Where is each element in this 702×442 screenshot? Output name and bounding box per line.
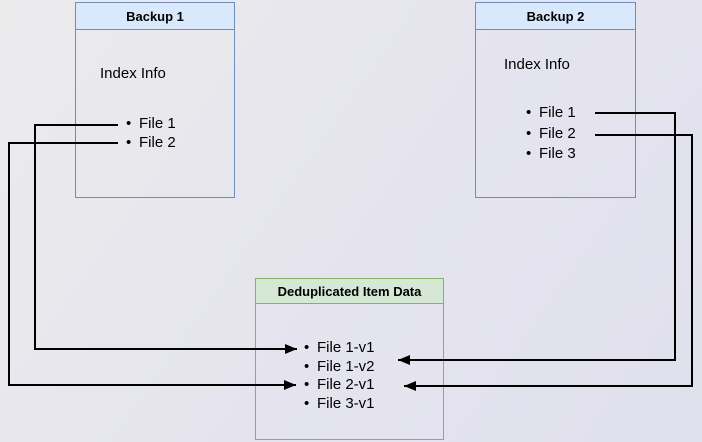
backup2-file-item: File 1: [526, 103, 576, 124]
dedup-item: File 2-v1: [304, 376, 375, 395]
backup1-file-item: File 2: [126, 133, 176, 152]
dedup-item: File 3-v1: [304, 395, 375, 414]
dedup-item-list: File 1-v1 File 1-v2 File 2-v1 File 3-v1: [304, 339, 375, 413]
dedup-header: Deduplicated Item Data: [256, 279, 443, 304]
backup2-file-item: File 3: [526, 144, 576, 165]
backup1-file-list: File 1 File 2: [126, 114, 176, 152]
backup1-file-item: File 1: [126, 114, 176, 133]
dedup-item: File 1-v2: [304, 358, 375, 377]
backup2-box: Backup 2 Index Info File 1 File 2 File 3: [475, 2, 636, 198]
backup1-header: Backup 1: [76, 3, 234, 30]
backup2-file-list: File 1 File 2 File 3: [526, 103, 576, 165]
backup1-index-info-label: Index Info: [100, 65, 166, 82]
dedup-item: File 1-v1: [304, 339, 375, 358]
backup2-index-info-label: Index Info: [504, 56, 570, 73]
backup2-file-item: File 2: [526, 124, 576, 145]
backup1-box: Backup 1 Index Info File 1 File 2: [75, 2, 235, 198]
deduplicated-item-data-box: Deduplicated Item Data File 1-v1 File 1-…: [255, 278, 444, 440]
backup2-header: Backup 2: [476, 3, 635, 30]
